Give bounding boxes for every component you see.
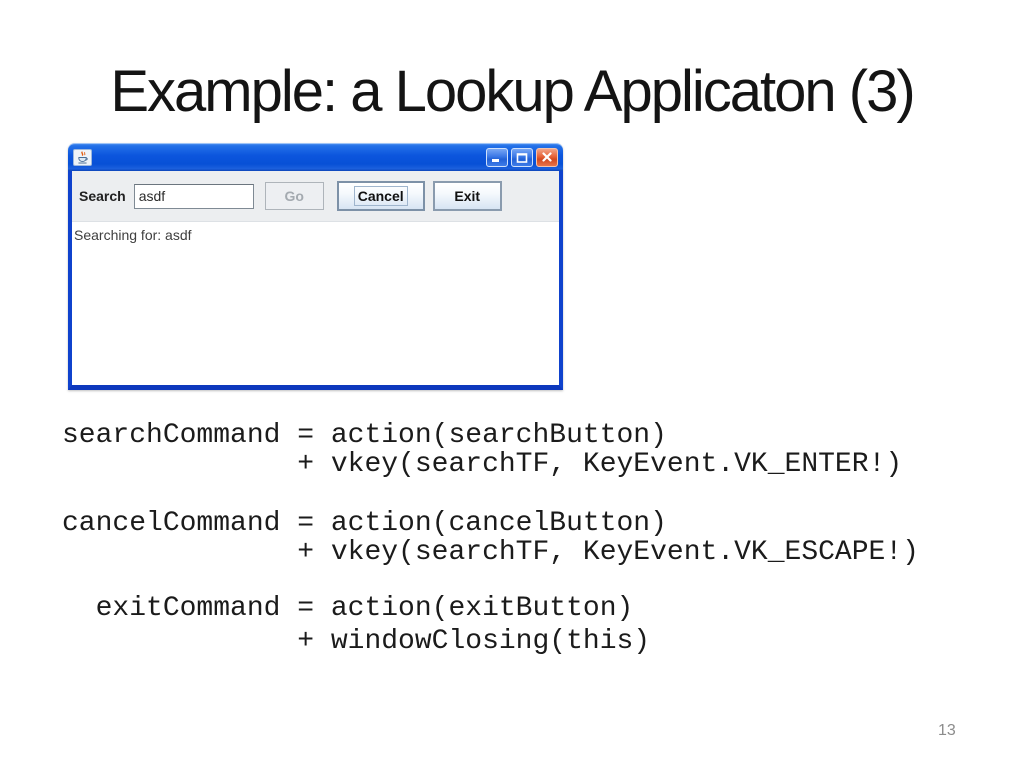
code-line: + vkey(searchTF, KeyEvent.VK_ESCAPE!)	[62, 537, 919, 568]
close-button[interactable]	[536, 147, 558, 167]
code-line: + vkey(searchTF, KeyEvent.VK_ENTER!)	[62, 449, 903, 480]
search-input[interactable]	[133, 183, 254, 209]
toolbar: Search Go Cancel Exit	[72, 171, 559, 222]
window-body: Search Go Cancel Exit Searching for: asd…	[68, 171, 563, 390]
go-button[interactable]: Go	[264, 182, 324, 210]
exit-button[interactable]: Exit	[432, 181, 502, 211]
search-label: Search	[79, 188, 126, 204]
lookup-app-window: Search Go Cancel Exit Searching for: asd…	[68, 143, 563, 390]
minimize-icon	[492, 158, 499, 162]
code-line: exitCommand = action(exitButton)	[62, 593, 634, 624]
code-block-search-command: searchCommand = action(searchButton) + v…	[62, 421, 902, 479]
window-titlebar[interactable]	[68, 143, 563, 171]
slide-title: Example: a Lookup Applicaton (3)	[110, 59, 915, 124]
cancel-button[interactable]: Cancel	[336, 181, 425, 211]
cancel-button-label: Cancel	[353, 186, 408, 206]
java-coffee-cup-icon	[73, 148, 92, 166]
code-line: + windowClosing(this)	[62, 626, 651, 657]
code-block-exit-command: exitCommand = action(exitButton) + windo…	[62, 592, 651, 658]
status-text: Searching for: asdf	[74, 227, 192, 243]
maximize-button[interactable]	[511, 147, 533, 167]
minimize-button[interactable]	[486, 147, 508, 167]
code-line: searchCommand = action(searchButton)	[62, 420, 667, 451]
code-line: cancelCommand = action(cancelButton)	[62, 508, 667, 539]
maximize-icon	[516, 152, 528, 163]
close-icon	[542, 151, 552, 162]
page-number: 13	[938, 722, 956, 739]
code-block-cancel-command: cancelCommand = action(cancelButton) + v…	[62, 509, 919, 567]
